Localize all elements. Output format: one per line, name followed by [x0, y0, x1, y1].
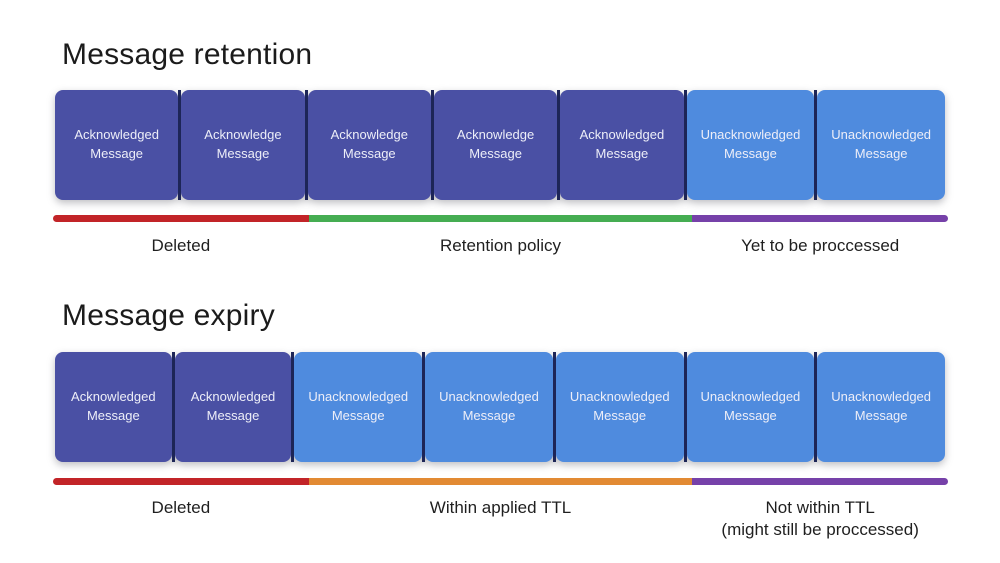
- box-divider: [814, 352, 818, 462]
- message-box-label: Unacknowledged Message: [831, 389, 932, 423]
- message-box-acknowledged: Acknowledged Message: [55, 352, 172, 462]
- message-box-label: Acknowledged Message: [74, 127, 159, 161]
- within-ttl-label: Within applied TTL: [429, 498, 572, 517]
- message-box-unacknowledged: Unacknowledged Message: [425, 352, 553, 462]
- message-box-label: Unacknowledged Message: [831, 127, 932, 161]
- box-divider: [171, 352, 175, 462]
- deleted-segment: [53, 215, 309, 222]
- message-box-label: Acknowledge Message: [204, 127, 282, 161]
- expiry-title: Message expiry: [62, 299, 275, 332]
- message-box-label: Unacknowledged Message: [700, 389, 801, 423]
- not-within-ttl-segment: [692, 478, 948, 485]
- message-box-unacknowledged: Unacknowledged Message: [817, 352, 946, 462]
- retention-message-row: Acknowledged Message Acknowledge Message…: [55, 90, 946, 200]
- retention-policy-label: Retention policy: [440, 236, 561, 255]
- message-box-unacknowledged: Unacknowledged Message: [294, 352, 423, 462]
- message-box-acknowledged: Acknowledged Message: [174, 352, 292, 462]
- message-box-label: Acknowledged Message: [190, 389, 276, 423]
- message-box-label: Unacknowledged Message: [439, 389, 539, 423]
- box-divider: [304, 90, 308, 200]
- expiry-timeline-labels: Deleted Within applied TTL Not within TT…: [53, 497, 948, 541]
- retention-policy-segment: [308, 215, 693, 222]
- message-box-label: Acknowledge Message: [330, 127, 408, 161]
- message-box-unacknowledged: Unacknowledged Message: [555, 352, 684, 462]
- box-divider: [683, 352, 687, 462]
- not-within-ttl-label: Not within TTL (might still be proccesse…: [721, 498, 919, 539]
- box-divider: [557, 90, 561, 200]
- box-divider: [178, 90, 182, 200]
- message-box-label: Unacknowledged Message: [569, 389, 670, 423]
- retention-timeline-bar: [53, 215, 948, 222]
- message-box-label: Unacknowledged Message: [308, 389, 409, 423]
- deleted-label: Deleted: [151, 498, 211, 517]
- box-divider: [552, 352, 556, 462]
- deleted-label: Deleted: [151, 236, 211, 255]
- retention-timeline-labels: Deleted Retention policy Yet to be procc…: [53, 235, 948, 257]
- box-divider: [291, 352, 295, 462]
- deleted-segment: [53, 478, 309, 485]
- box-divider: [814, 90, 818, 200]
- yet-to-be-processed-segment: [692, 215, 948, 222]
- message-box-label: Acknowledge Message: [456, 127, 535, 161]
- message-box-acknowledged: Acknowledged Message: [55, 90, 179, 200]
- yet-to-be-processed-label: Yet to be proccessed: [741, 236, 900, 255]
- message-box-acknowledged: Acknowledge Message: [433, 90, 558, 200]
- message-box-acknowledged: Acknowledged Message: [560, 90, 684, 200]
- message-box-unacknowledged: Unacknowledged Message: [686, 352, 815, 462]
- retention-title: Message retention: [62, 38, 313, 71]
- expiry-timeline-bar: [53, 478, 948, 485]
- message-box-label: Unacknowledged Message: [700, 127, 801, 161]
- box-divider: [683, 90, 687, 200]
- message-box-acknowledged: Acknowledge Message: [307, 90, 431, 200]
- message-box-unacknowledged: Unacknowledged Message: [686, 90, 815, 200]
- expiry-message-row: Acknowledged Message Acknowledged Messag…: [55, 352, 946, 462]
- box-divider: [430, 90, 434, 200]
- message-box-label: Acknowledged Message: [579, 127, 665, 161]
- within-ttl-segment: [308, 478, 693, 485]
- message-box-label: Acknowledged Message: [71, 389, 156, 423]
- message-box-acknowledged: Acknowledge Message: [181, 90, 305, 200]
- box-divider: [422, 352, 426, 462]
- message-box-unacknowledged: Unacknowledged Message: [817, 90, 946, 200]
